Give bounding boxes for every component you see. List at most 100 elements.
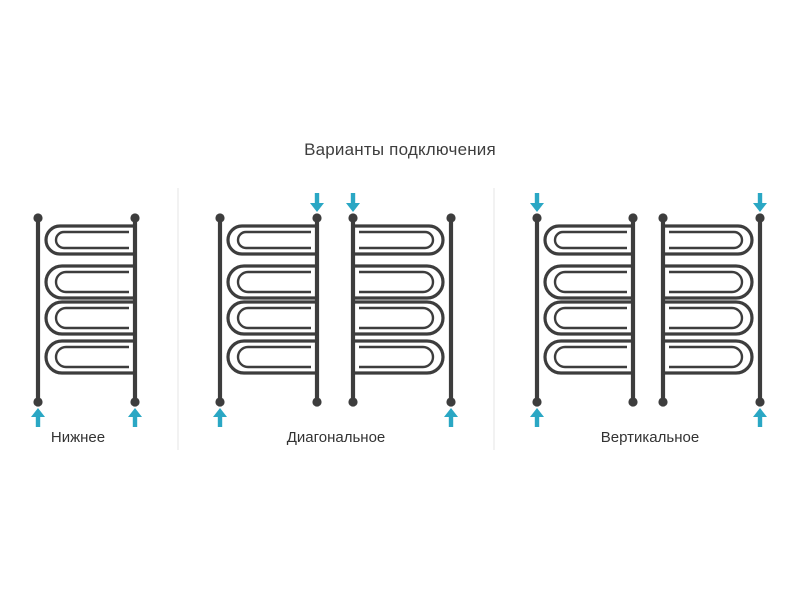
rail-end-cap bbox=[130, 213, 140, 223]
rail-loop-inner-3 bbox=[669, 306, 744, 330]
rail-end-cap bbox=[628, 397, 638, 407]
flow-arrows bbox=[31, 193, 767, 427]
arrow-head bbox=[213, 408, 227, 417]
rail-loop-3 bbox=[663, 300, 754, 336]
rail-end-cap bbox=[628, 213, 638, 223]
rail-loop-inner-4 bbox=[236, 345, 311, 369]
rail-loop-inner-2 bbox=[359, 270, 435, 294]
rail-loop-inner-4 bbox=[359, 345, 435, 369]
rail-loop-4 bbox=[543, 339, 633, 375]
rail-loop-inner-1 bbox=[54, 230, 129, 250]
arrow-shaft bbox=[314, 193, 320, 205]
arrow-down-icon bbox=[753, 193, 767, 212]
rail-loop-3 bbox=[543, 300, 633, 336]
rail-loop-inner-3 bbox=[359, 306, 435, 330]
arrow-shaft bbox=[350, 193, 356, 205]
arrow-up-icon bbox=[530, 408, 544, 427]
rail-end-cap bbox=[215, 397, 225, 407]
towel-rail-diagonal-2 bbox=[348, 213, 456, 407]
rail-loop-inner-1 bbox=[359, 230, 435, 250]
rail-end-cap bbox=[33, 397, 43, 407]
arrow-shaft bbox=[132, 415, 138, 427]
rail-loop-4 bbox=[663, 339, 754, 375]
arrow-shaft bbox=[757, 415, 763, 427]
arrow-head bbox=[128, 408, 142, 417]
rail-loop-inner-3 bbox=[236, 306, 311, 330]
rail-loop-3 bbox=[353, 300, 445, 336]
rail-loop-inner-1 bbox=[236, 230, 311, 250]
rail-loop-1 bbox=[663, 224, 754, 256]
arrow-shaft bbox=[35, 415, 41, 427]
page-title: Варианты подключения bbox=[304, 140, 496, 159]
rail-loop-4 bbox=[353, 339, 445, 375]
arrow-up-icon bbox=[128, 408, 142, 427]
rail-end-cap bbox=[755, 213, 765, 223]
rail-loop-2 bbox=[226, 264, 317, 300]
rail-end-cap bbox=[532, 213, 542, 223]
rail-loop-4 bbox=[226, 339, 317, 375]
rail-end-cap bbox=[130, 397, 140, 407]
rail-loop-inner-1 bbox=[669, 230, 744, 250]
rail-loop-2 bbox=[543, 264, 633, 300]
rail-loop-3 bbox=[226, 300, 317, 336]
arrow-up-icon bbox=[753, 408, 767, 427]
arrow-head bbox=[753, 408, 767, 417]
arrow-head bbox=[530, 203, 544, 212]
rail-loop-inner-2 bbox=[669, 270, 744, 294]
towel-rails bbox=[33, 213, 765, 407]
rail-end-cap bbox=[33, 213, 43, 223]
rail-loop-4 bbox=[44, 339, 135, 375]
arrow-head bbox=[444, 408, 458, 417]
rail-end-cap bbox=[446, 213, 456, 223]
rail-end-cap bbox=[348, 397, 358, 407]
arrow-shaft bbox=[448, 415, 454, 427]
arrow-up-icon bbox=[31, 408, 45, 427]
rail-end-cap bbox=[312, 397, 322, 407]
rail-loop-inner-3 bbox=[54, 306, 129, 330]
arrow-shaft bbox=[534, 415, 540, 427]
label-bottom-connection: Нижнее bbox=[50, 429, 106, 446]
label-diagonal-connection: Диагональное bbox=[286, 429, 386, 446]
rail-end-cap bbox=[755, 397, 765, 407]
label-vertical-connection: Вертикальное bbox=[600, 429, 700, 446]
rail-loop-inner-3 bbox=[553, 306, 627, 330]
towel-rail-vertical-2 bbox=[658, 213, 765, 407]
group-dividers bbox=[177, 188, 495, 450]
rail-end-cap bbox=[658, 397, 668, 407]
arrow-shaft bbox=[217, 415, 223, 427]
rail-loop-1 bbox=[543, 224, 633, 256]
rail-loop-inner-4 bbox=[553, 345, 627, 369]
arrow-head bbox=[530, 408, 544, 417]
arrow-shaft bbox=[757, 193, 763, 205]
rail-end-cap bbox=[446, 397, 456, 407]
rail-loop-1 bbox=[226, 224, 317, 256]
rail-end-cap bbox=[532, 397, 542, 407]
rail-loop-inner-2 bbox=[54, 270, 129, 294]
rail-end-cap bbox=[312, 213, 322, 223]
rail-loop-2 bbox=[353, 264, 445, 300]
arrow-down-icon bbox=[310, 193, 324, 212]
rail-loop-inner-2 bbox=[236, 270, 311, 294]
arrow-up-icon bbox=[213, 408, 227, 427]
rail-loop-1 bbox=[44, 224, 135, 256]
arrow-head bbox=[346, 203, 360, 212]
rail-loop-inner-4 bbox=[669, 345, 744, 369]
arrow-shaft bbox=[534, 193, 540, 205]
rail-end-cap bbox=[658, 213, 668, 223]
towel-rail-vertical-1 bbox=[532, 213, 638, 407]
towel-rail-bottom bbox=[33, 213, 140, 407]
rail-loop-inner-2 bbox=[553, 270, 627, 294]
arrow-down-icon bbox=[530, 193, 544, 212]
rail-loop-1 bbox=[353, 224, 445, 256]
rail-end-cap bbox=[348, 213, 358, 223]
arrow-head bbox=[310, 203, 324, 212]
rail-loop-2 bbox=[663, 264, 754, 300]
towel-rail-diagonal-1 bbox=[215, 213, 322, 407]
rail-loop-inner-1 bbox=[553, 230, 627, 250]
rail-end-cap bbox=[215, 213, 225, 223]
arrow-head bbox=[31, 408, 45, 417]
arrow-down-icon bbox=[346, 193, 360, 212]
rail-loop-2 bbox=[44, 264, 135, 300]
arrow-up-icon bbox=[444, 408, 458, 427]
